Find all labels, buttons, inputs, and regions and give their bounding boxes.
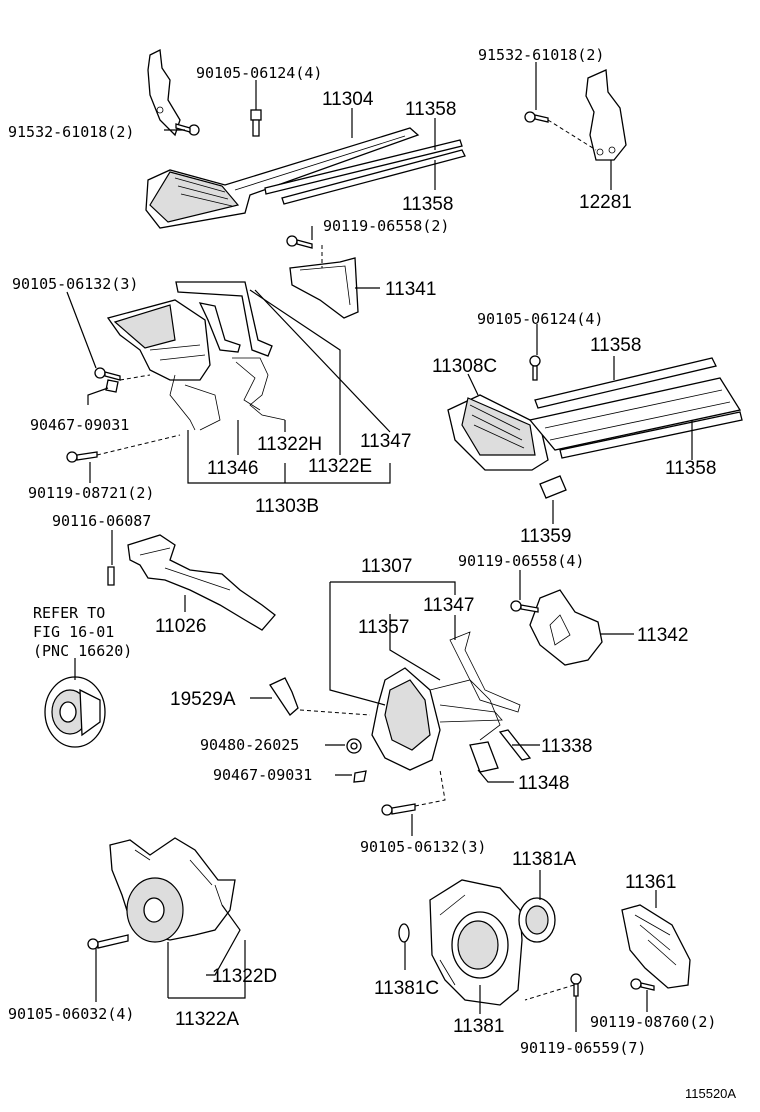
timing-cover-lower [87,837,236,950]
label-90116-06087: 90116-06087 [52,512,151,530]
label-90119-06558-right: 90119-06558(4) [458,552,584,570]
label-90119-06559: 90119-06559(7) [520,1039,646,1057]
cylinder-head-cover-right [447,355,743,499]
label-90467-09031-center: 90467-09031 [213,766,312,784]
label-11381A: 11381A [512,849,576,870]
label-90105-06032: 90105-06032(4) [8,1005,134,1023]
label-11381: 11381 [453,1016,504,1037]
rear-cover-11381 [398,879,582,1006]
label-90105-06124-top: 90105-06124(4) [196,64,322,82]
label-11347-a: 11347 [360,431,411,452]
label-11359: 11359 [520,526,571,547]
label-11358-a: 11358 [405,99,456,120]
label-11338: 11338 [541,736,592,757]
label-11308C: 11308C [432,356,497,377]
label-90105-06132-center: 90105-06132(3) [360,838,486,856]
label-19529A: 19529A [170,689,236,710]
label-11361: 11361 [625,872,676,893]
label-90105-06124-right: 90105-06124(4) [477,310,603,328]
label-11381C: 11381C [374,978,439,999]
label-11303B: 11303B [255,496,319,517]
label-11304: 11304 [322,89,374,110]
label-90480-26025: 90480-26025 [200,736,299,754]
bracket-left [147,49,181,137]
label-90467-09031-left: 90467-09031 [30,416,129,434]
label-11307: 11307 [361,556,412,577]
parts-11338-11348 [469,729,532,773]
bracket-11341 [286,235,359,319]
refer-line-2: FIG 16-01 [33,623,114,641]
label-11322E: 11322E [308,456,372,477]
label-12281: 12281 [579,192,632,213]
figure-id: 115520A [685,1086,736,1101]
label-11342: 11342 [637,625,688,646]
label-11341: 11341 [385,279,436,300]
label-11322H: 11322H [257,434,322,455]
label-11347-b: 11347 [423,595,474,616]
bracket-19529A [269,677,371,716]
label-11026: 11026 [155,616,206,637]
label-11346: 11346 [207,458,258,479]
idler-pulley [44,676,106,748]
bracket-11026 [107,534,276,631]
label-11358-c: 11358 [590,335,641,356]
timing-cover-upper-left [66,281,286,463]
plate-11361 [621,904,691,991]
bolt-left [175,123,200,136]
bolt-top [250,109,262,137]
cylinder-head-cover-left [145,127,466,229]
refer-line-3: (PNC 16620) [33,642,132,660]
label-91532-61018-right: 91532-61018(2) [478,46,604,64]
refer-line-1: REFER TO [33,604,105,622]
label-11358-b: 11358 [402,194,453,215]
bracket-11342 [510,589,603,666]
leader-lines [66,62,693,1032]
label-90105-06132-left: 90105-06132(3) [12,275,138,293]
label-91532-61018-left: 91532-61018(2) [8,123,134,141]
label-90119-08721: 90119-08721(2) [28,484,154,502]
label-11358-d: 11358 [665,458,716,479]
label-90119-08760: 90119-08760(2) [590,1013,716,1031]
label-11348: 11348 [518,773,569,794]
bracket-12281 [524,69,627,161]
timing-cover-center [346,631,521,816]
label-11322A: 11322A [175,1009,239,1030]
label-11357: 11357 [358,617,409,638]
label-11322D: 11322D [212,966,277,987]
part-labels: 90105-06124(4) 11304 11358 91532-61018(2… [8,46,736,1101]
label-90119-06558-top: 90119-06558(2) [323,217,449,235]
